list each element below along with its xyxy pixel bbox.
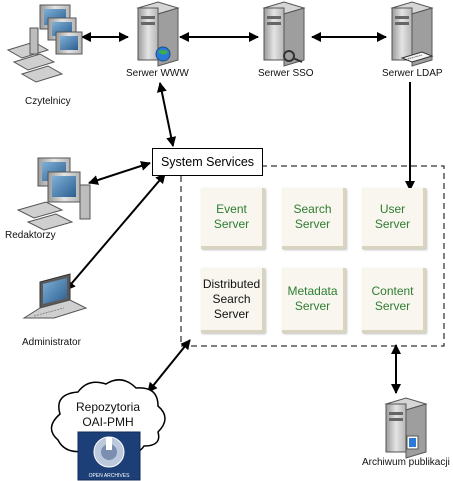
repository-line2: OAI-PMH bbox=[82, 415, 134, 429]
metadata-server-line1: Metadata bbox=[287, 284, 338, 298]
user-server-line1: User bbox=[379, 202, 406, 216]
ldap-server-icon bbox=[390, 1, 434, 67]
editors-label: Redaktorzy bbox=[5, 230, 56, 241]
distributed-search-server-tile: Distributed Search Server bbox=[201, 268, 265, 333]
distributed-line1: Distributed bbox=[202, 276, 261, 291]
www-server-icon bbox=[136, 1, 180, 67]
metadata-server-tile: Metadata Server bbox=[282, 268, 346, 333]
archive-label: Archiwum publikacji bbox=[362, 457, 450, 468]
archive-server-icon bbox=[384, 397, 428, 459]
admin-laptop-icon bbox=[22, 273, 88, 319]
sso-label: Serwer SSO bbox=[258, 68, 314, 79]
event-server-line2: Server bbox=[213, 217, 250, 231]
link-admin-system bbox=[65, 173, 166, 291]
open-archives-logo: OPEN ARCHIVES bbox=[77, 431, 141, 481]
distributed-line3: Server bbox=[213, 306, 250, 321]
metadata-server-line2: Server bbox=[294, 299, 331, 313]
link-repo-container bbox=[147, 339, 191, 393]
editors-workstation-icon bbox=[16, 157, 91, 231]
link-www-system bbox=[156, 82, 177, 147]
readers-workstations-icon bbox=[6, 4, 83, 83]
distributed-line2: Search bbox=[212, 291, 251, 306]
event-server-line1: Event bbox=[216, 202, 247, 216]
system-services-box: System Services bbox=[152, 148, 263, 176]
user-server-tile: User Server bbox=[362, 188, 426, 249]
event-server-tile: Event Server bbox=[201, 188, 265, 249]
content-server-tile: Content Server bbox=[362, 268, 426, 333]
search-server-tile: Search Server bbox=[282, 188, 346, 249]
content-server-line1: Content bbox=[371, 284, 414, 298]
sso-server-icon bbox=[262, 1, 306, 67]
search-server-line2: Server bbox=[294, 217, 331, 231]
open-archives-text: OPEN ARCHIVES bbox=[89, 473, 131, 479]
connectors bbox=[65, 32, 415, 394]
readers-label: Czytelnicy bbox=[25, 96, 71, 107]
repository-label: Repozytoria OAI-PMH bbox=[68, 398, 148, 432]
link-editors-system bbox=[88, 161, 151, 185]
ldap-label: Serwer LDAP bbox=[382, 68, 443, 79]
admin-label: Administrator bbox=[22, 337, 81, 348]
services-container bbox=[180, 165, 445, 347]
content-server-line2: Server bbox=[374, 299, 411, 313]
www-label: Serwer WWW bbox=[126, 68, 189, 79]
repository-line1: Repozytoria bbox=[75, 400, 141, 414]
user-server-line2: Server bbox=[374, 217, 411, 231]
search-server-line1: Search bbox=[293, 202, 332, 216]
